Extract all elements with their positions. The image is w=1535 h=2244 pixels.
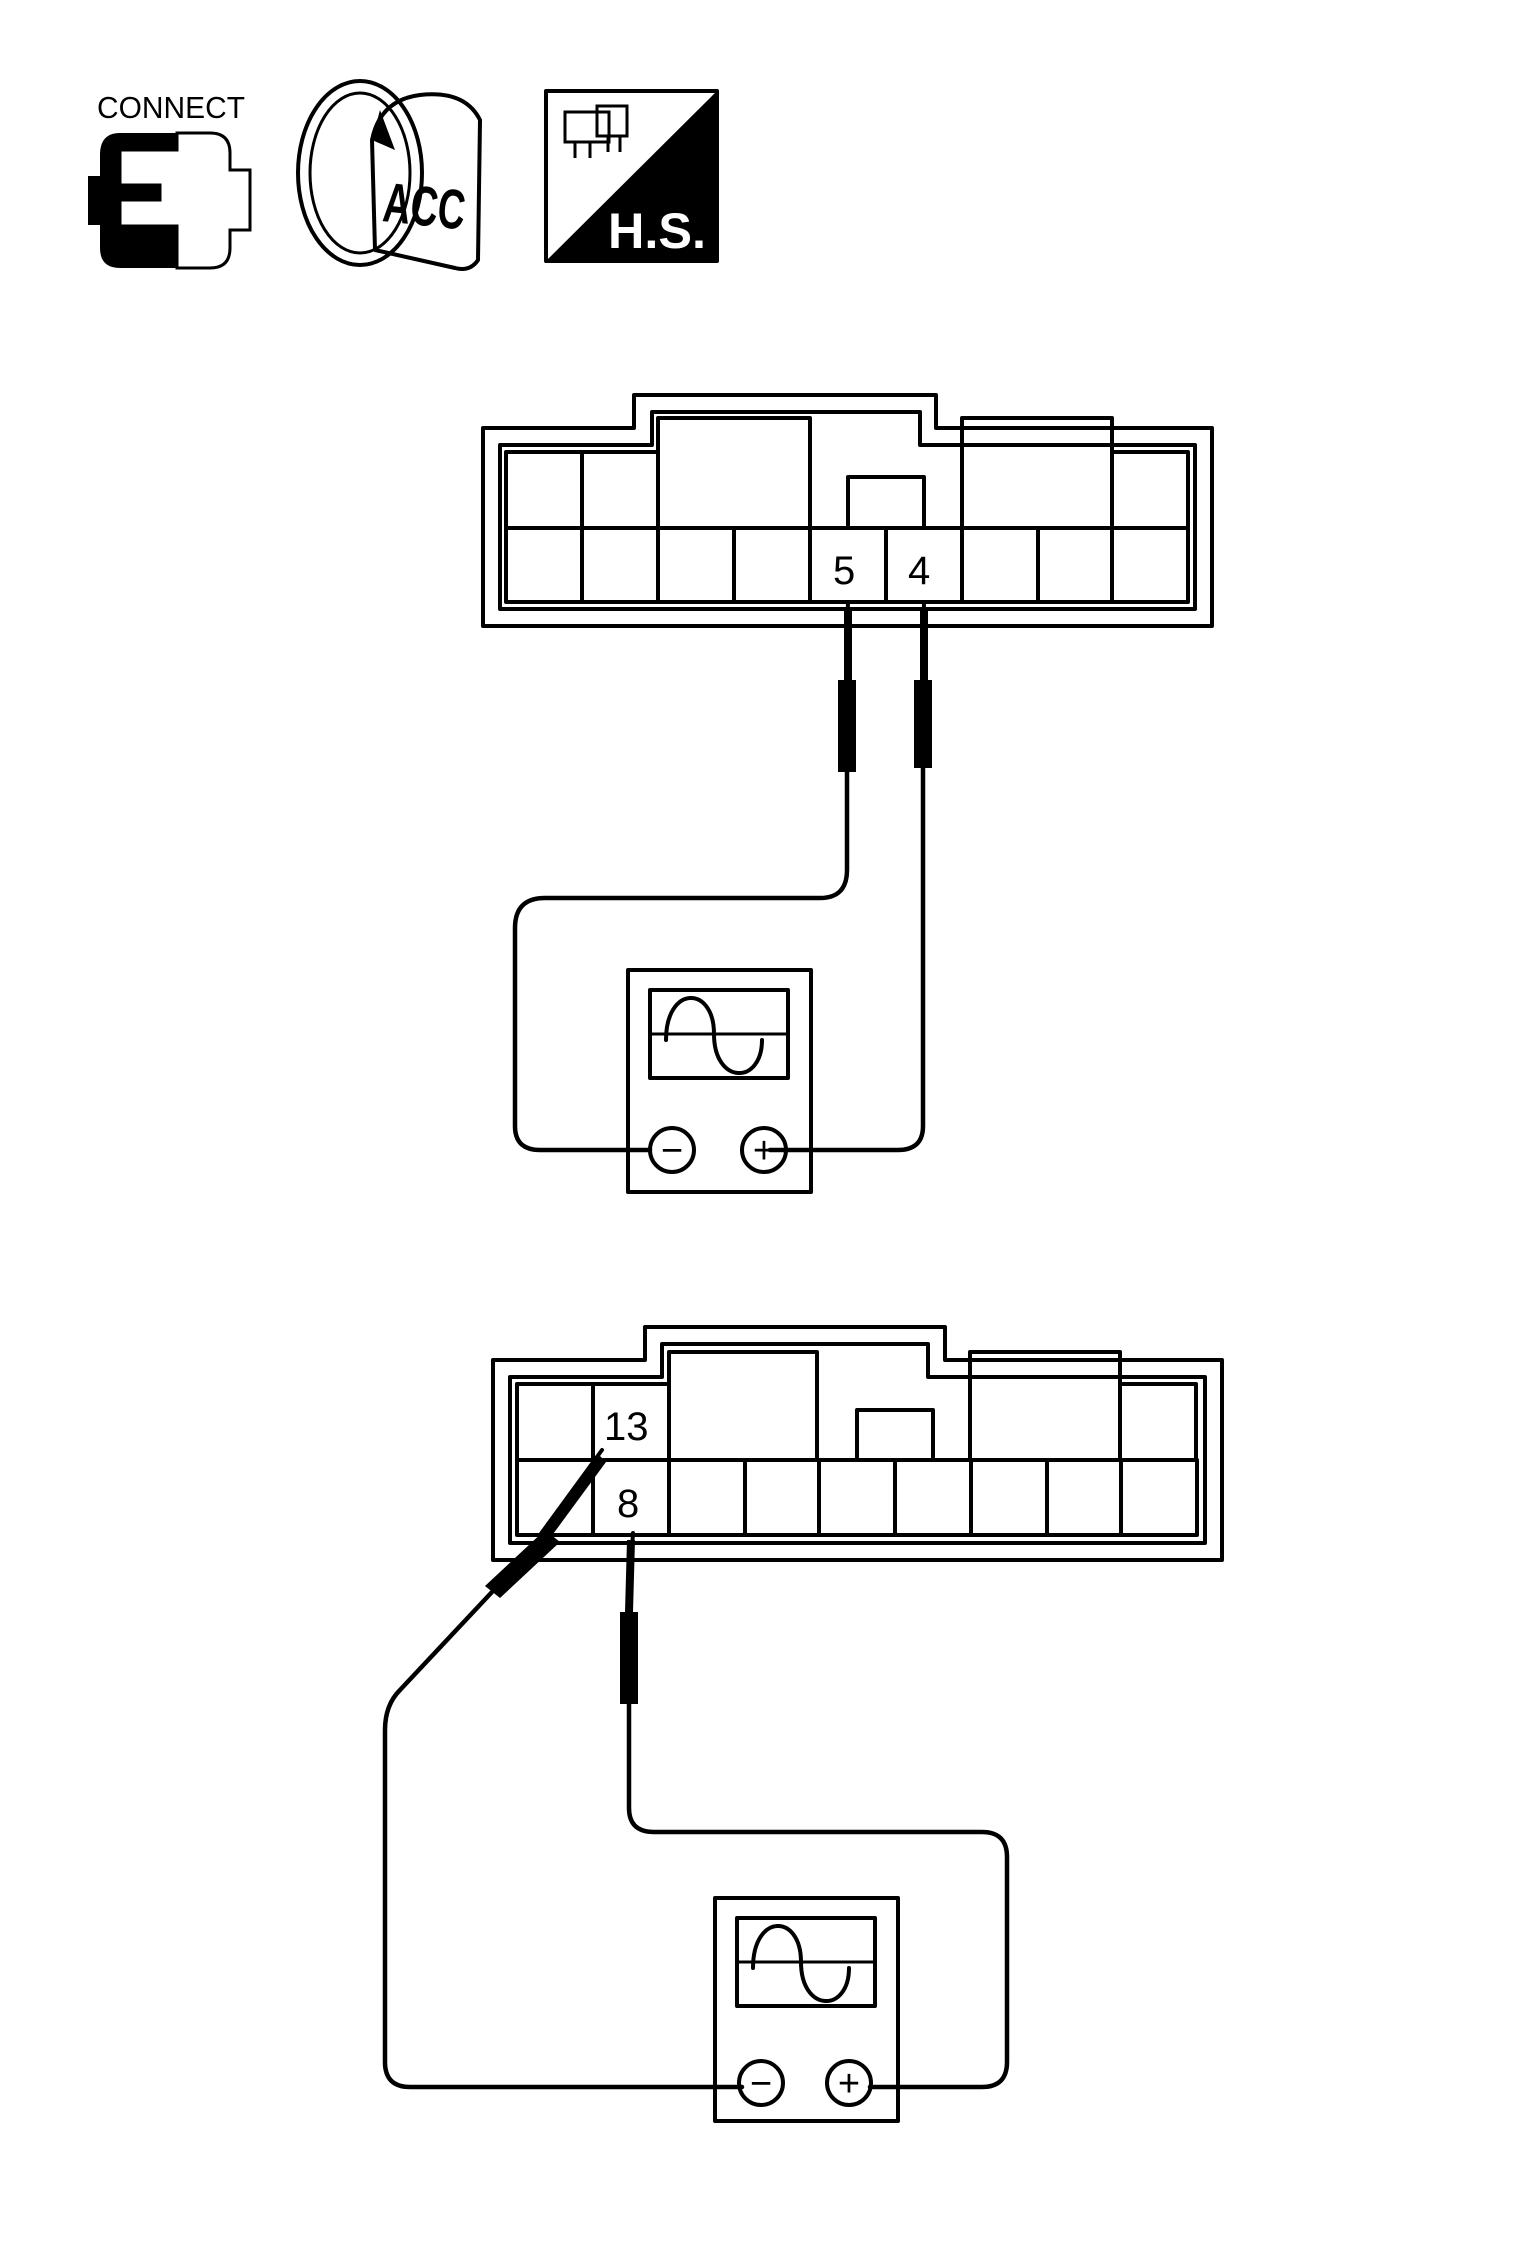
probe-negative-top xyxy=(838,600,856,772)
meter-positive-bottom: + xyxy=(838,2063,860,2105)
pin-label-4: 4 xyxy=(908,549,930,593)
oscilloscope-top: − + xyxy=(626,968,813,1194)
harness-connector-icon: H.S. xyxy=(544,89,719,263)
acc-label: ACC xyxy=(380,170,468,241)
hs-label: H.S. xyxy=(608,203,706,259)
wire-negative-top xyxy=(512,769,850,1153)
probe-positive-top xyxy=(914,600,932,768)
probe-negative-bottom xyxy=(485,1448,606,1598)
ignition-key-icon: ACC xyxy=(296,79,482,271)
meter-negative-bottom: − xyxy=(750,2063,772,2105)
probe-positive-bottom xyxy=(620,1531,638,1704)
pin-label-5: 5 xyxy=(833,549,855,593)
connect-label: CONNECT xyxy=(97,90,245,125)
pin-label-8: 8 xyxy=(617,1482,639,1526)
pin-label-13: 13 xyxy=(604,1405,649,1449)
wire-positive-bottom xyxy=(626,1701,1010,2090)
wire-negative-bottom xyxy=(382,1589,745,2090)
oscilloscope-bottom: − + xyxy=(713,1896,900,2123)
connector-top: 5 4 xyxy=(481,393,1214,628)
wire-positive-top xyxy=(767,765,926,1153)
connect-icon: CONNECT xyxy=(88,90,252,270)
connector-bottom: 13 8 xyxy=(491,1325,1224,1562)
meter-negative-top: − xyxy=(661,1130,683,1172)
meter-positive-top: + xyxy=(753,1130,775,1172)
